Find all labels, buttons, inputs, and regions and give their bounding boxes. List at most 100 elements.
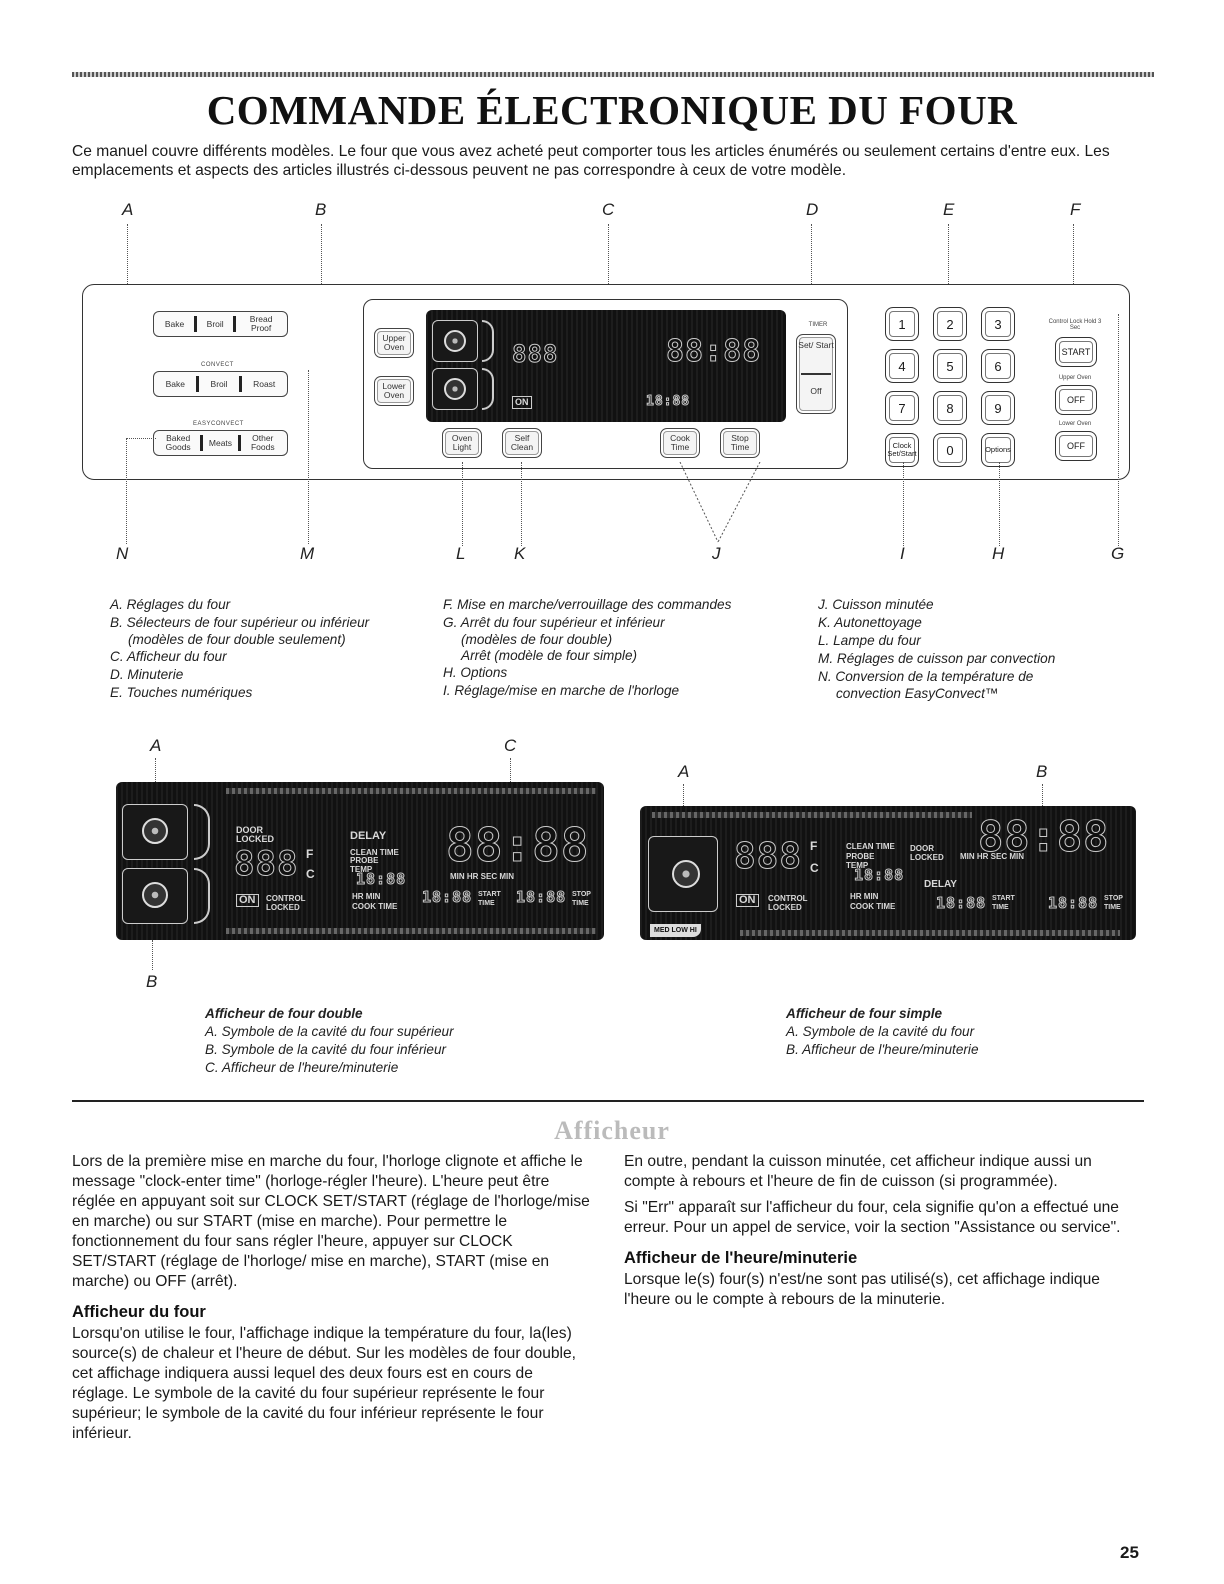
broil-button[interactable]: Broil [206,318,224,329]
small-time-digits: 18:88 [645,394,691,410]
bread-proof-button[interactable]: Bread Proof [249,314,273,333]
bake-button[interactable]: Bake [164,318,185,329]
leader-n-h [126,438,156,439]
upper-oven-off-caption: Upper Oven [1058,375,1092,381]
leader-l [462,462,463,546]
key-9[interactable]: 9 [981,391,1015,425]
start-button[interactable]: START [1055,337,1097,367]
options-key[interactable]: Options [981,433,1015,467]
timer-set-start-button[interactable]: Set/ Start [798,340,834,350]
panel-oven-display: 888 88:88 ON 18:88 [426,310,786,422]
leader-k [521,462,522,546]
key-5[interactable]: 5 [933,349,967,383]
single-caption-title: Afficheur de four simple [786,1006,943,1021]
callout-l: L [456,544,466,563]
easyconvect-caption: EASYCONVECT [193,421,244,427]
bracket-lower [482,368,494,410]
callout-h: H [992,544,1005,563]
legend-item: J. Cuisson minutée [818,597,934,612]
legend-item: L. Lampe du four [818,633,921,648]
double-caption-title: Afficheur de four double [205,1006,363,1021]
hr-min-indicator: HR MIN [850,892,879,901]
lower-off-button[interactable]: OFF [1055,431,1097,461]
center-control-area: Upper Oven Lower Oven 888 88:88 ON 18:88… [363,299,848,469]
clean-time-digits: 18:88 [853,866,905,885]
lower-oven-off-caption: Lower Oven [1058,421,1092,427]
cook-time-button[interactable]: Cook Time [660,428,700,458]
paragraph: Si "Err" apparaît sur l'afficheur du fou… [624,1199,1121,1236]
door-locked-indicator: DOOR LOCKED [910,844,944,862]
timer-off-button[interactable]: Off [810,386,822,396]
timer-block: Set/ Start Off [796,334,836,414]
self-clean-button[interactable]: Self Clean [502,428,542,458]
paragraph: Lorsqu'on utilise le four, l'affichage i… [72,1325,577,1442]
other-foods-button[interactable]: Other Foods [250,433,275,452]
legend-item: (modèles de four double) [461,632,613,647]
key-4[interactable]: 4 [885,349,919,383]
legend-item: B. Sélecteurs de four supérieur ou infér… [110,615,370,630]
baked-goods-button[interactable]: Baked Goods [165,433,191,452]
clock-set-start-key[interactable]: Clock Set/Start [885,433,919,467]
leader-f [1073,224,1074,318]
convect-roast-button[interactable]: Roast [253,378,276,389]
leader-a [127,224,128,324]
key-6[interactable]: 6 [981,349,1015,383]
leader-i [903,462,904,546]
left-column: Lors de la première mise en marche du fo… [72,1152,592,1450]
page-title: COMMANDE ÉLECTRONIQUE DU FOUR [206,87,1018,133]
convect-bake-button[interactable]: Bake [165,378,185,389]
control-locked-indicator: CONTROL LOCKED [768,894,808,912]
clean-time-indicator: CLEAN TIME [846,842,895,851]
key-2[interactable]: 2 [933,307,967,341]
single-callout-b: B [1036,762,1048,781]
legend-col-1: A. Réglages du four B. Sélecteurs de fou… [110,596,369,702]
legend-item: N. Conversion de la température de [818,669,1034,684]
lower-oven-button[interactable]: Lower Oven [374,376,414,406]
subheading-oven-display: Afficheur du four [72,1303,206,1321]
leader-c [608,224,609,308]
leader-h [999,462,1000,546]
legend-item: D. Minuterie [110,667,184,682]
caption-item: B. Symbole de la cavité du four inférieu… [205,1042,447,1057]
control-locked-indicator: CONTROL LOCKED [266,894,306,912]
callout-b: B [315,200,327,219]
key-7[interactable]: 7 [885,391,919,425]
double-callout-c: C [504,736,517,755]
key-1[interactable]: 1 [885,307,919,341]
double-callout-a: A [150,736,162,755]
clean-time-digits: 18:88 [355,870,407,889]
hr-min-indicator: HR MIN [352,892,381,901]
key-8[interactable]: 8 [933,391,967,425]
key-0[interactable]: 0 [933,433,967,467]
on-indicator: ON [236,894,259,907]
deg-f: F [810,839,818,853]
bracket-lower [194,868,210,924]
oven-light-button[interactable]: Oven Light [442,428,482,458]
page-number: 25 [1120,1543,1139,1562]
legend-item: K. Autonettoyage [818,615,922,630]
key-3[interactable]: 3 [981,307,1015,341]
deg-c: C [306,867,315,881]
paragraph: En outre, pendant la cuisson minutée, ce… [624,1153,1092,1190]
right-column: En outre, pendant la cuisson minutée, ce… [624,1152,1144,1316]
upper-off-button[interactable]: OFF [1055,385,1097,415]
probe-temp-indicator: PROBE TEMP [350,856,379,874]
bake-group: Bake Broil Bread Proof [153,311,288,337]
leader-double-b [152,940,153,970]
legend-item: E. Touches numériques [110,685,253,700]
leader-d [811,224,812,322]
time-digits: 88:88 [977,812,1110,862]
legend-col-3: J. Cuisson minutée K. Autonettoyage L. L… [818,596,1055,702]
leader-n [126,438,127,544]
lcd-segment-row [226,928,596,934]
convect-broil-button[interactable]: Broil [210,378,228,389]
caption-item: A. Symbole de la cavité du four supérieu… [205,1024,454,1039]
upper-oven-button[interactable]: Upper Oven [374,328,414,358]
callout-n: N [116,544,129,563]
delay-indicator: DELAY [350,830,387,842]
cook-time-indicator: COOK TIME [850,902,896,911]
caption-item: C. Afficheur de l'heure/minuterie [205,1060,399,1075]
stop-time-button[interactable]: Stop Time [720,428,760,458]
time-digits: 88:88 [445,818,590,873]
meats-button[interactable]: Meats [208,437,233,448]
